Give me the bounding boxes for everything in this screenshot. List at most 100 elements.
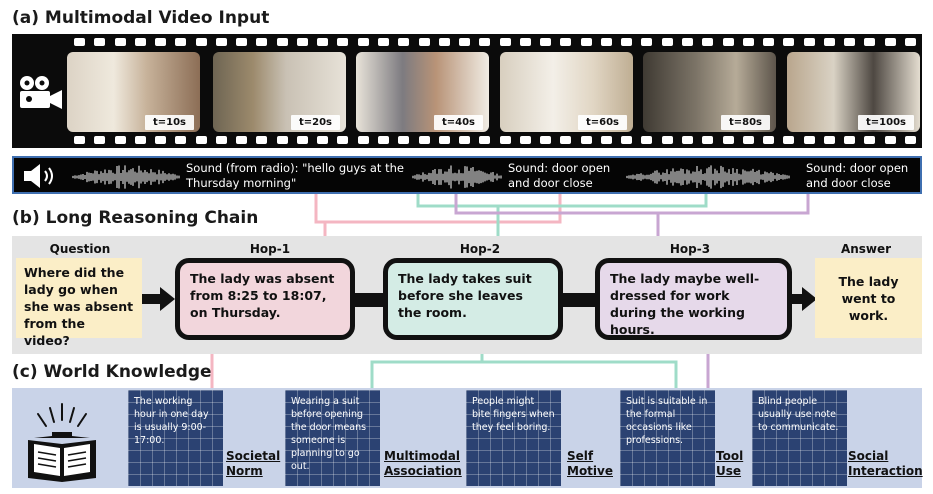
sprocket-hole bbox=[398, 136, 410, 144]
section-title-video: (a) Multimodal Video Input bbox=[12, 8, 270, 28]
link-knowledge-2 bbox=[482, 360, 678, 388]
sound-caption-line: and door close bbox=[806, 176, 891, 190]
knowledge-label-line: Norm bbox=[226, 464, 263, 478]
answer-heading: Answer bbox=[840, 242, 892, 256]
sprocket-hole bbox=[94, 136, 106, 144]
sprocket-hole bbox=[438, 38, 450, 46]
hop-3-box: The lady maybe well-dressed for work dur… bbox=[595, 258, 792, 340]
hop-1-box: The lady was absent from 8:25 to 18:07, … bbox=[175, 258, 355, 340]
sprocket-hole bbox=[215, 136, 227, 144]
sprocket-hole bbox=[844, 136, 856, 144]
frame-timestamp: t=100s bbox=[858, 115, 914, 130]
sprocket-hole bbox=[479, 136, 491, 144]
frame-timestamp: t=10s bbox=[144, 115, 194, 130]
sprocket-hole bbox=[783, 136, 795, 144]
sprocket-hole bbox=[175, 136, 187, 144]
link-hop1 bbox=[314, 194, 562, 224]
audio-waveform bbox=[626, 165, 790, 189]
sound-caption-line: and door close bbox=[508, 176, 593, 190]
sprocket-hole bbox=[236, 136, 248, 144]
sprocket-hole bbox=[357, 136, 369, 144]
sprocket-hole bbox=[317, 136, 329, 144]
sprocket-hole bbox=[317, 38, 329, 46]
video-frame: t=60s bbox=[500, 52, 633, 132]
sprocket-hole bbox=[418, 38, 430, 46]
sprocket-hole bbox=[499, 38, 511, 46]
sprocket-hole bbox=[661, 136, 673, 144]
knowledge-label: Tool Use bbox=[716, 449, 743, 479]
knowledge-card: Wearing a suit before opening the door m… bbox=[285, 390, 380, 486]
sprocket-hole bbox=[823, 38, 835, 46]
answer-box: The lady went to work. bbox=[815, 258, 922, 338]
sprocket-hole bbox=[296, 136, 308, 144]
sprocket-hole bbox=[256, 136, 268, 144]
knowledge-label: Self Motive bbox=[567, 449, 613, 479]
sprocket-hole bbox=[459, 136, 471, 144]
sprocket-hole bbox=[479, 38, 491, 46]
sprocket-hole bbox=[276, 38, 288, 46]
sprocket-hole bbox=[702, 38, 714, 46]
knowledge-card: The working hour in one day is usually 9… bbox=[128, 390, 223, 486]
sprocket-hole bbox=[884, 38, 896, 46]
hop-heading: Hop-1 bbox=[249, 242, 291, 256]
sprocket-hole bbox=[884, 136, 896, 144]
arrow-right-icon bbox=[142, 287, 175, 311]
sprocket-hole bbox=[641, 136, 653, 144]
sprocket-hole bbox=[823, 136, 835, 144]
sprocket-hole bbox=[377, 136, 389, 144]
sprocket-hole bbox=[337, 38, 349, 46]
sprocket-hole bbox=[134, 136, 146, 144]
sprocket-hole bbox=[681, 38, 693, 46]
hop-2-box: The lady takes suit before she leaves th… bbox=[383, 258, 563, 340]
section-title-knowledge: (c) World Knowledge bbox=[12, 362, 212, 382]
open-book-icon bbox=[28, 403, 96, 482]
hop-heading: Hop-2 bbox=[459, 242, 501, 256]
sound-caption-line: Thursday morning" bbox=[186, 176, 297, 190]
sprocket-hole bbox=[803, 38, 815, 46]
sprocket-hole bbox=[155, 136, 167, 144]
sprocket-hole bbox=[702, 136, 714, 144]
sprocket-hole bbox=[600, 38, 612, 46]
knowledge-card: Suit is suitable in the formal occasions… bbox=[620, 390, 715, 486]
sprocket-hole bbox=[904, 136, 916, 144]
video-camera-icon bbox=[20, 76, 62, 109]
sprocket-hole bbox=[641, 38, 653, 46]
knowledge-label: Multimodal Association bbox=[384, 449, 462, 479]
knowledge-label-line: Self bbox=[567, 449, 594, 463]
film-strip: t=10s t=20s t=40s t=60s t=80s t=100s bbox=[12, 34, 922, 148]
sprocket-hole bbox=[438, 136, 450, 144]
sprocket-hole bbox=[74, 136, 85, 144]
sprocket-hole bbox=[499, 136, 511, 144]
sprocket-hole bbox=[763, 38, 775, 46]
sprocket-hole bbox=[722, 38, 734, 46]
sprocket-hole bbox=[114, 38, 126, 46]
speaker-icon bbox=[24, 164, 53, 188]
sprocket-hole bbox=[459, 38, 471, 46]
sprocket-hole bbox=[864, 136, 876, 144]
sprocket-hole bbox=[236, 38, 248, 46]
audio-waveform bbox=[412, 165, 502, 189]
sprocket-row-bottom bbox=[74, 136, 916, 145]
sprocket-hole bbox=[195, 38, 207, 46]
sprocket-hole bbox=[519, 38, 531, 46]
sprocket-hole bbox=[540, 38, 552, 46]
video-frame: t=20s bbox=[213, 52, 346, 132]
sprocket-hole bbox=[621, 38, 633, 46]
sprocket-hole bbox=[155, 38, 167, 46]
knowledge-label-line: Social bbox=[848, 449, 889, 463]
knowledge-card: People might bite fingers when they feel… bbox=[466, 390, 561, 486]
sprocket-hole bbox=[621, 136, 633, 144]
sprocket-row-top bbox=[74, 38, 916, 47]
sprocket-hole bbox=[256, 38, 268, 46]
knowledge-label-line: Multimodal bbox=[384, 449, 460, 463]
sound-caption-line: Sound: door open bbox=[806, 161, 909, 175]
sprocket-hole bbox=[763, 136, 775, 144]
sound-caption: Sound: door open and door close bbox=[806, 161, 908, 191]
question-box: Where did the lady go when she was absen… bbox=[16, 258, 142, 348]
knowledge-label: Societal Norm bbox=[226, 449, 280, 479]
sprocket-hole bbox=[175, 38, 187, 46]
sprocket-hole bbox=[519, 136, 531, 144]
knowledge-label-line: Motive bbox=[567, 464, 613, 478]
sound-caption-line: Sound: door open bbox=[508, 161, 611, 175]
sprocket-hole bbox=[681, 136, 693, 144]
